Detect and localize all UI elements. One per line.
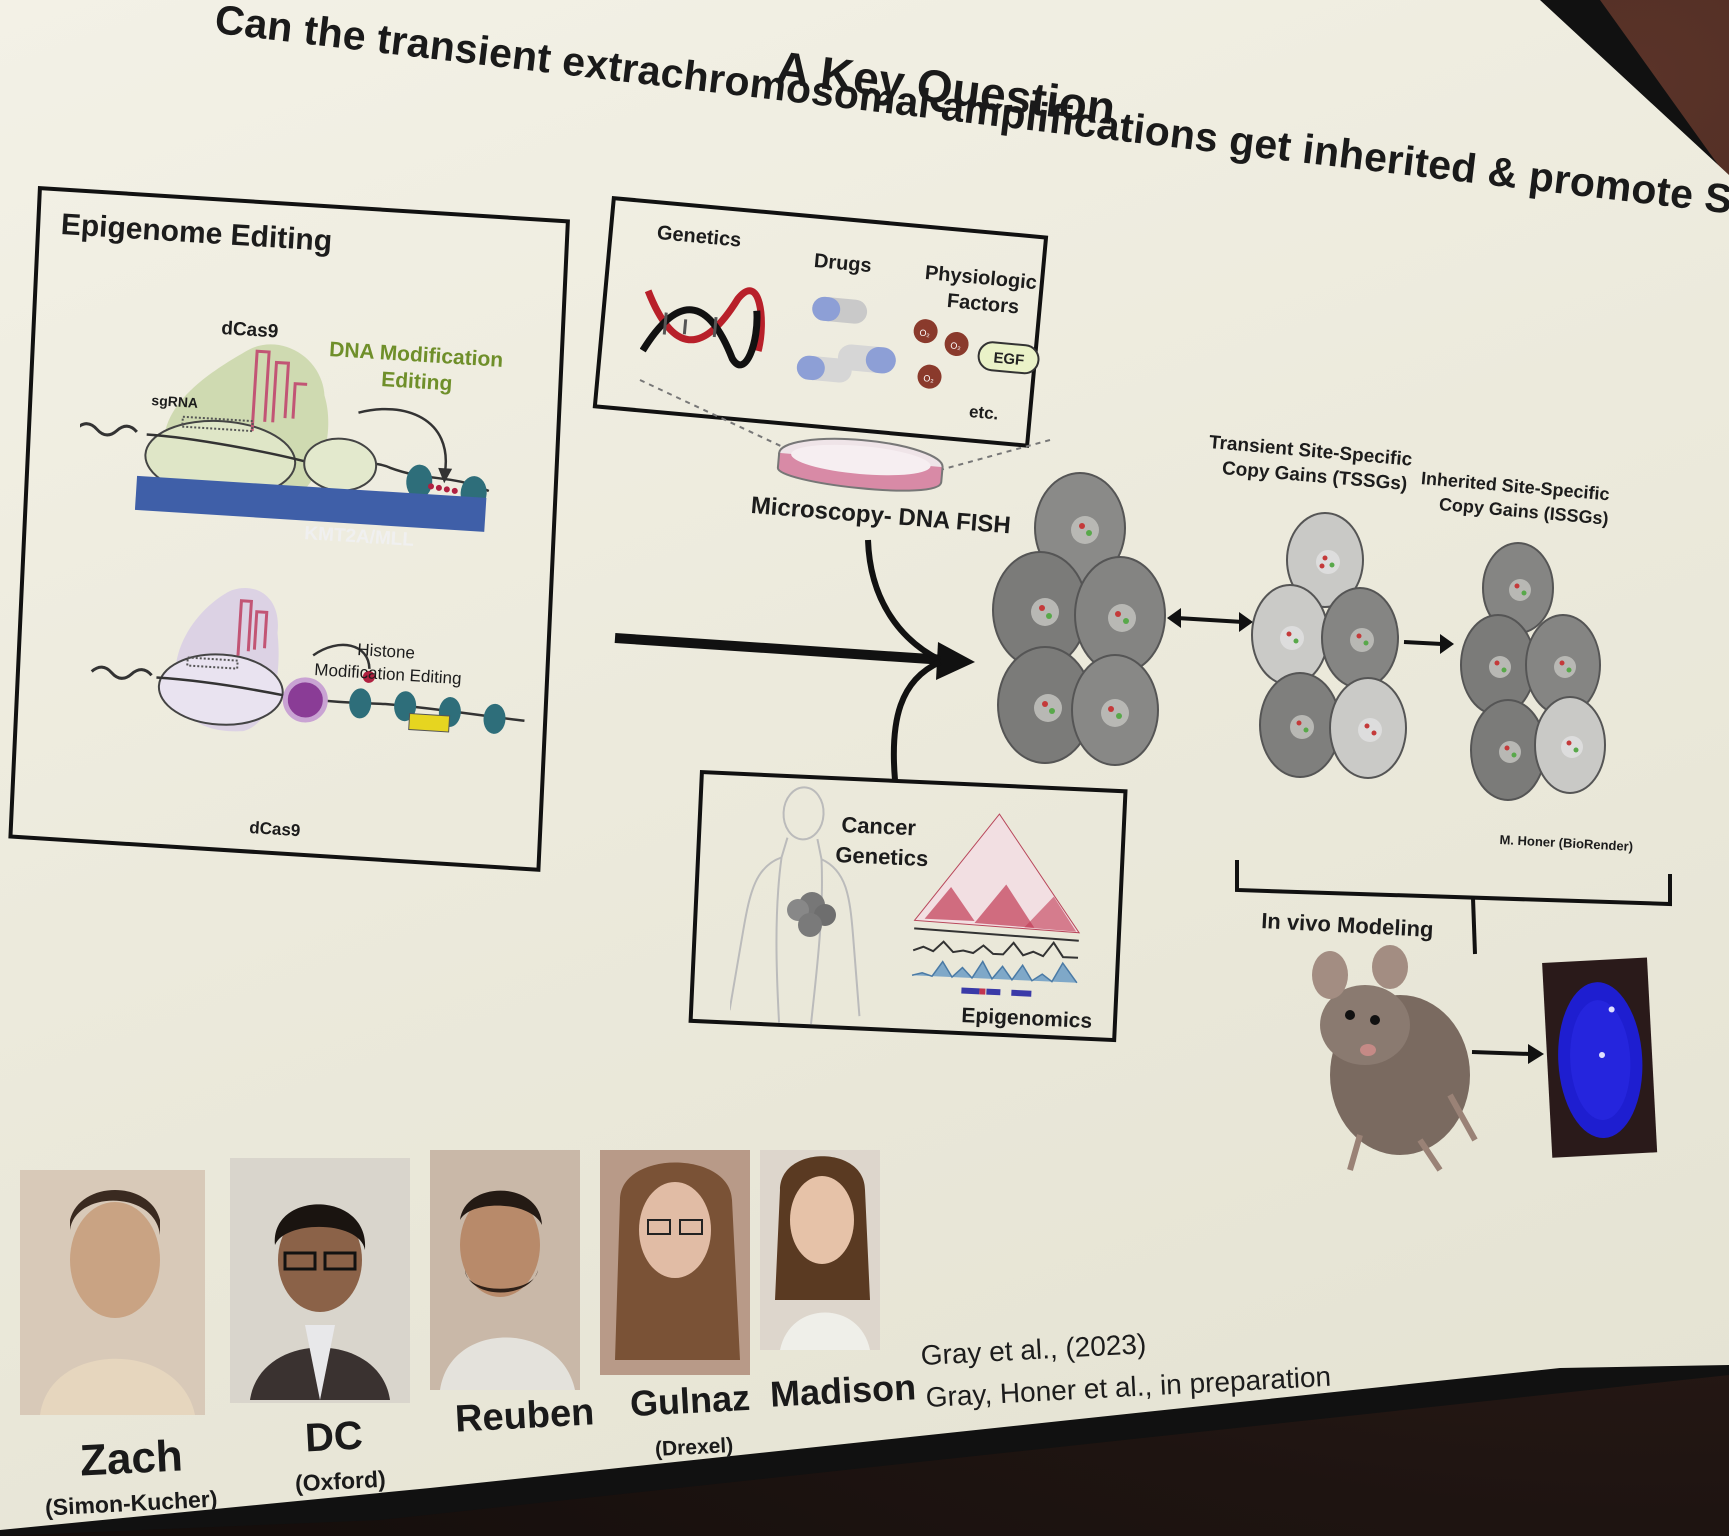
cell-cluster-tssg (1251, 512, 1407, 779)
sgrna-hairpin (250, 349, 308, 432)
dna-helix-bottom (90, 665, 153, 680)
histone-label: Histone (356, 640, 416, 663)
dna-strand-black (640, 306, 761, 369)
photo-zach (20, 1170, 205, 1415)
histone-mod-domain (282, 677, 328, 723)
signal-track-blue (911, 959, 1078, 984)
person-name: Gulnaz (628, 1376, 751, 1425)
sgrna-hairpin-bottom (236, 599, 269, 656)
nucleosome (349, 688, 372, 719)
nucleosome (406, 464, 433, 499)
person-name: Zach (78, 1431, 184, 1486)
microscopy-arrow (865, 539, 942, 663)
photo-reuben (430, 1150, 580, 1390)
dna-mod-label-2: Editing (380, 368, 454, 396)
arrow-to-fish (1471, 1044, 1544, 1064)
dcas9-top-label: dCas9 (220, 318, 279, 343)
cancer-arrow (890, 659, 942, 780)
human-silhouette (730, 786, 861, 1025)
flow-arrows (614, 539, 975, 780)
oxygen-bubble (917, 364, 942, 389)
o2-text: O₂ (923, 373, 935, 384)
tumor-cluster (787, 892, 836, 937)
o2-text: O₂ (950, 340, 962, 351)
capsule-pill (796, 355, 852, 383)
nucleosome (483, 703, 506, 734)
cancer-label: Cancer (840, 812, 917, 841)
capsule-pill (837, 344, 896, 374)
arrow-to-issg (1403, 634, 1454, 654)
factors-illustration: O₂ O₂ O₂ EGF (640, 287, 1040, 389)
dcas9-bottom-label: dCas9 (248, 818, 301, 841)
egf-pill (977, 341, 1040, 375)
main-arrow (614, 633, 946, 665)
yellow-element (408, 712, 451, 733)
dna-mod-domain (303, 437, 378, 492)
oxygen-bubble (944, 331, 969, 356)
reference-1: Gray et al., (2023) (920, 1328, 1147, 1371)
person-name: DC (303, 1413, 364, 1461)
in-vivo-bracket (1235, 860, 1672, 955)
slide-question: Can the transient extrachromosomal ampli… (212, 0, 1729, 232)
double-arrow (1167, 608, 1253, 632)
egf-text: EGF (993, 349, 1025, 369)
sgrna-label: sgRNA (150, 392, 199, 411)
mouse-image (1312, 945, 1478, 1172)
epigenome-illustration (80, 344, 525, 734)
capsule-pill (812, 296, 868, 324)
cell-cluster-main (992, 472, 1166, 766)
person-affiliation: (Oxford) (294, 1465, 387, 1497)
photo-madison (760, 1150, 880, 1350)
person-name: Madison (769, 1366, 917, 1415)
biorender-credit: M. Honer (BioRender) (1499, 832, 1634, 854)
petri-dish-icon (776, 437, 944, 492)
signal-track (912, 940, 1079, 959)
fish-nucleus-image (1542, 957, 1658, 1158)
oxygen-bubble (913, 319, 938, 344)
cell-cluster-issg (1460, 542, 1606, 801)
dcas9-bottom-body (157, 653, 284, 726)
hic-map-tracks (911, 813, 1081, 997)
dna-strand-red (644, 287, 765, 352)
o2-text: O₂ (919, 328, 931, 339)
photo-gulnaz (600, 1150, 750, 1375)
dna-helix-top (80, 422, 138, 437)
kmt2a-bar (134, 475, 487, 532)
team-photos (20, 1150, 880, 1415)
person-name: Reuben (453, 1391, 596, 1441)
photo-dc (230, 1158, 410, 1403)
